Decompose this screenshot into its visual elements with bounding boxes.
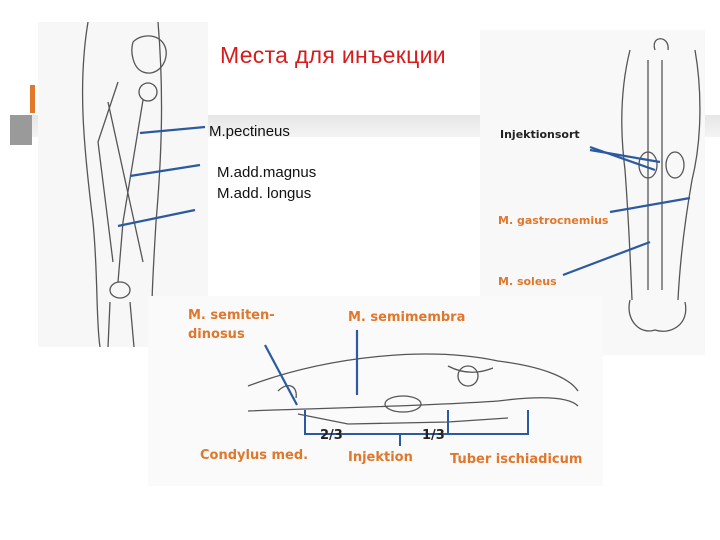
measure-bracket-right [448, 410, 529, 435]
leader-gastrocnemius [609, 196, 691, 214]
thigh-bottom-contour [247, 397, 579, 412]
calf-outline-right [677, 49, 701, 301]
leader-pectineus [139, 125, 206, 135]
muscle-line-1 [107, 101, 144, 263]
label-soleus: M. soleus [498, 275, 557, 288]
leader-semitendinosus [264, 344, 298, 406]
measure-bracket-left [304, 410, 449, 435]
knee-cap [109, 281, 131, 299]
label-two-thirds: 2/3 [320, 428, 343, 443]
label-pectineus: M.pectineus [209, 123, 290, 140]
label-tuber: Tuber ischiadicum [450, 452, 583, 467]
slide-title: Места для инъекции [220, 42, 446, 68]
thigh-illustration [38, 22, 208, 347]
leader-soleus [562, 240, 651, 277]
slide-header-block [10, 115, 32, 145]
thigh-top-contour [247, 353, 579, 392]
calf-outline-left [621, 49, 633, 301]
femoral-head [138, 82, 158, 102]
pelvis-shape [131, 35, 167, 74]
label-add-longus: M.add. longus [217, 185, 312, 202]
label-one-third: 1/3 [422, 428, 445, 443]
label-semitendinosus-line2: dinosus [188, 327, 245, 342]
muscle-line-2 [97, 81, 119, 263]
leader-add-magnus [129, 163, 201, 178]
label-semimembranosus: M. semimembra [348, 310, 466, 325]
femur-line [117, 99, 144, 283]
calf-tendon-lines [647, 60, 663, 290]
side-thigh-drawing [247, 353, 579, 446]
muscle-contour [447, 365, 494, 373]
lower-leg-lines [107, 301, 135, 347]
injection-site-right [665, 151, 685, 179]
thigh-outline-left [81, 22, 101, 347]
slide-accent-tick [30, 85, 35, 113]
ischial-tuber [457, 365, 479, 387]
knee-fold [653, 38, 669, 51]
leader-add-longus [117, 208, 196, 228]
leader-injektionsort-2 [589, 148, 661, 164]
heel-shape [628, 299, 687, 332]
injection-ellipse [384, 395, 422, 413]
knee-contour [277, 385, 297, 399]
label-injektionsort: Injektionsort [500, 128, 580, 141]
label-semitendinosus-line1: M. semiten- [188, 308, 275, 323]
posterior-thigh-illustration [148, 296, 603, 486]
skin-fold [297, 413, 509, 425]
label-condylus: Condylus med. [200, 448, 309, 463]
label-gastrocnemius: M. gastrocnemius [498, 214, 609, 227]
label-injektion: Injektion [348, 450, 413, 465]
label-add-magnus: M.add.magnus [217, 164, 317, 181]
